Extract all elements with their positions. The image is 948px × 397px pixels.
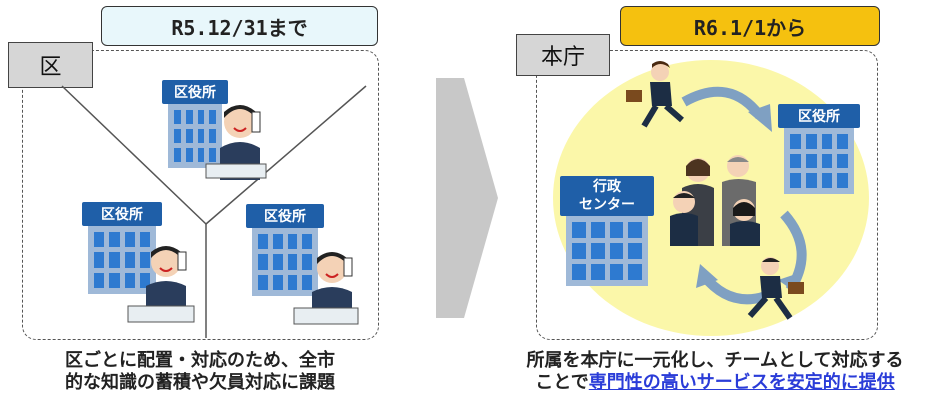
before-area-tag: 区 xyxy=(8,42,93,88)
transition-arrow-icon xyxy=(436,78,498,318)
cycle-arrow-icon xyxy=(696,264,768,305)
building-sign: 区役所 xyxy=(246,204,324,228)
building-icon: 区役所 xyxy=(162,80,228,168)
before-caption: 区ごとに配置・対応のため、全市 的な知識の蓄積や欠員対応に課題 xyxy=(65,350,335,393)
after-date-label: R6.1/1から xyxy=(620,6,880,46)
worker-on-phone-icon xyxy=(146,246,187,312)
before-date-label: R5.12/31まで xyxy=(101,6,378,46)
cycle-arrow-icon xyxy=(681,86,772,132)
desk-phone-icon xyxy=(293,307,359,325)
desk-phone-icon xyxy=(127,305,195,323)
building-sign: 区役所 xyxy=(162,80,228,104)
team-icon xyxy=(670,155,760,246)
after-caption: 所属を本庁に一元化し、チームとして対応する ことで専門性の高いサービスを安定的に… xyxy=(526,350,904,393)
administrative-center-icon: 行政 センター xyxy=(560,176,654,286)
building-icon: 区役所 xyxy=(82,202,162,294)
worker-on-phone-icon xyxy=(220,105,261,180)
after-area-tag: 本庁 xyxy=(516,34,610,76)
building-sign: 区役所 xyxy=(82,202,162,226)
running-person-icon xyxy=(747,257,804,320)
desk-phone-icon xyxy=(205,163,267,179)
highlighted-benefit: 専門性の高いサービスを安定的に提供 xyxy=(588,372,895,393)
building-icon: 区役所 xyxy=(246,204,324,296)
running-person-icon xyxy=(626,61,684,128)
administrative-center-sign: 行政 センター xyxy=(560,176,654,216)
building-icon: 区役所 xyxy=(778,104,860,194)
building-sign: 区役所 xyxy=(778,104,860,128)
